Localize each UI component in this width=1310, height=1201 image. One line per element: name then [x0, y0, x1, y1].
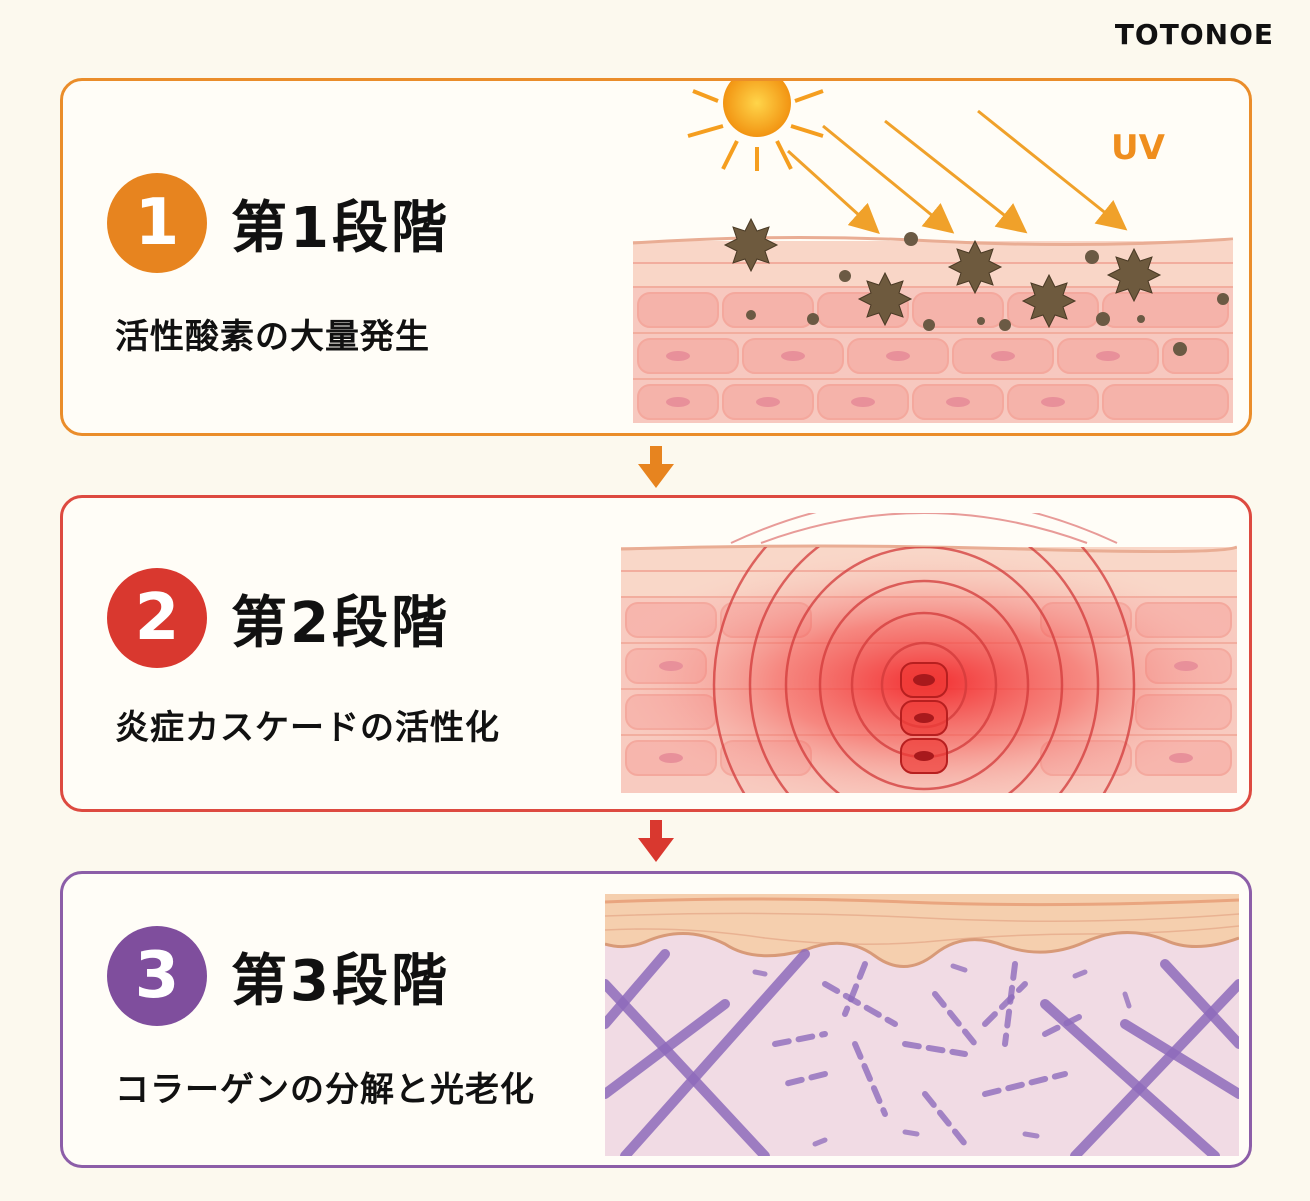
stage-2-inflammation-illustration: [621, 513, 1237, 793]
stage-1-heading: 1 第1段階: [107, 173, 450, 273]
stage-2-number-badge: 2: [107, 568, 207, 668]
stage-1-panel: 1 第1段階 活性酸素の大量発生: [60, 78, 1252, 436]
stage-3-collagen-breakdown-illustration: [605, 894, 1239, 1156]
stage-3-panel: 3 第3段階 コラーゲンの分解と光老化: [60, 871, 1252, 1168]
stage-2-heading: 2 第2段階: [107, 568, 450, 668]
brand-logo: TOTONOE: [1114, 18, 1274, 51]
stage-2-title: 第2段階: [231, 590, 450, 656]
stage-1-number-badge: 1: [107, 173, 207, 273]
down-arrow-icon: [638, 820, 674, 862]
stage-1-uv-skin-illustration: UV: [632, 81, 1234, 423]
stage-3-number-badge: 3: [107, 926, 207, 1026]
stage-1-title: 第1段階: [231, 195, 450, 261]
down-arrow-icon: [638, 446, 674, 488]
stage-2-description: 炎症カスケードの活性化: [115, 708, 500, 748]
stage-3-description: コラーゲンの分解と光老化: [115, 1070, 535, 1110]
stage-1-description: 活性酸素の大量発生: [115, 317, 430, 357]
stage-3-heading: 3 第3段階: [107, 926, 450, 1026]
sun-icon: [687, 81, 824, 171]
stage-2-panel: 2 第2段階 炎症カスケードの活性化: [60, 495, 1252, 812]
uv-label: UV: [1111, 128, 1166, 168]
stage-3-title: 第3段階: [231, 948, 450, 1014]
